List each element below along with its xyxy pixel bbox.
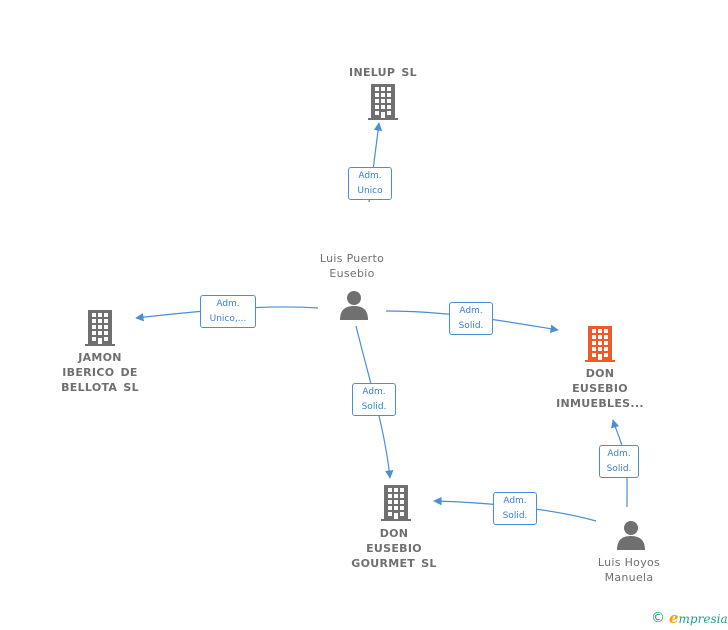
building-icon[interactable] [85,310,115,346]
edge-label-line: Solid. [606,464,632,474]
node-label-line: Eusebio [329,267,375,280]
edge-label-line: Unico [357,186,383,196]
edge-label-line: Adm. [607,449,631,459]
edge-label[interactable]: Adm. Unico,... [200,295,256,328]
person-icon[interactable] [617,521,645,550]
node-label-line: EUSEBIO [572,382,628,395]
edge-label[interactable]: Adm. Solid. [352,383,396,416]
edge-label-line: Adm. [503,496,527,506]
copyright-symbol: © [651,610,665,626]
node-label-line: Luis Hoyos [597,556,661,569]
edge-label-line: Adm. [358,171,382,181]
node-label-line: JAMON [78,351,122,364]
edge-label-line: Adm. [216,299,240,309]
person-icon[interactable] [340,291,368,320]
edge-label-line: Solid. [502,511,528,521]
node-label-line: INMUEBLES... [556,397,644,410]
node-label-line: IBERICO DE [62,366,138,379]
node-label-line: GOURMET SL [351,557,437,570]
building-icon[interactable] [381,485,411,521]
building-icon[interactable] [368,84,398,120]
edge-label-line: Unico,... [209,314,247,324]
node-label-line: Manuela [604,571,654,584]
node-label-line: BELLOTA SL [61,381,139,394]
edge-label-line: Solid. [458,321,484,331]
node-label-line: DON [585,367,615,380]
edge-label-line: Adm. [362,387,386,397]
edge-label-line: Adm. [459,306,483,316]
node-label-jamon[interactable]: JAMON IBERICO DE BELLOTA SL [50,350,150,395]
node-label-line: EUSEBIO [366,542,422,555]
empresia-logo: empresia [669,609,728,627]
edge-label[interactable]: Adm. Unico [348,167,392,200]
footer-brand[interactable]: © empresia [651,609,728,627]
building-icon[interactable] [585,326,615,362]
edge-label[interactable]: Adm. Solid. [599,445,639,478]
node-label-inmuebles[interactable]: DON EUSEBIO INMUEBLES... [545,366,655,411]
node-label-line: INELUP SL [349,66,417,79]
node-label-line: DON [379,527,409,540]
edge-label-line: Solid. [361,402,387,412]
node-label-line: Luis Puerto [319,252,385,265]
edge-label[interactable]: Adm. Solid. [493,492,537,525]
node-label-inelup[interactable]: INELUP SL [333,65,433,80]
edge-label[interactable]: Adm. Solid. [449,302,493,335]
node-label-gourmet[interactable]: DON EUSEBIO GOURMET SL [344,526,444,571]
